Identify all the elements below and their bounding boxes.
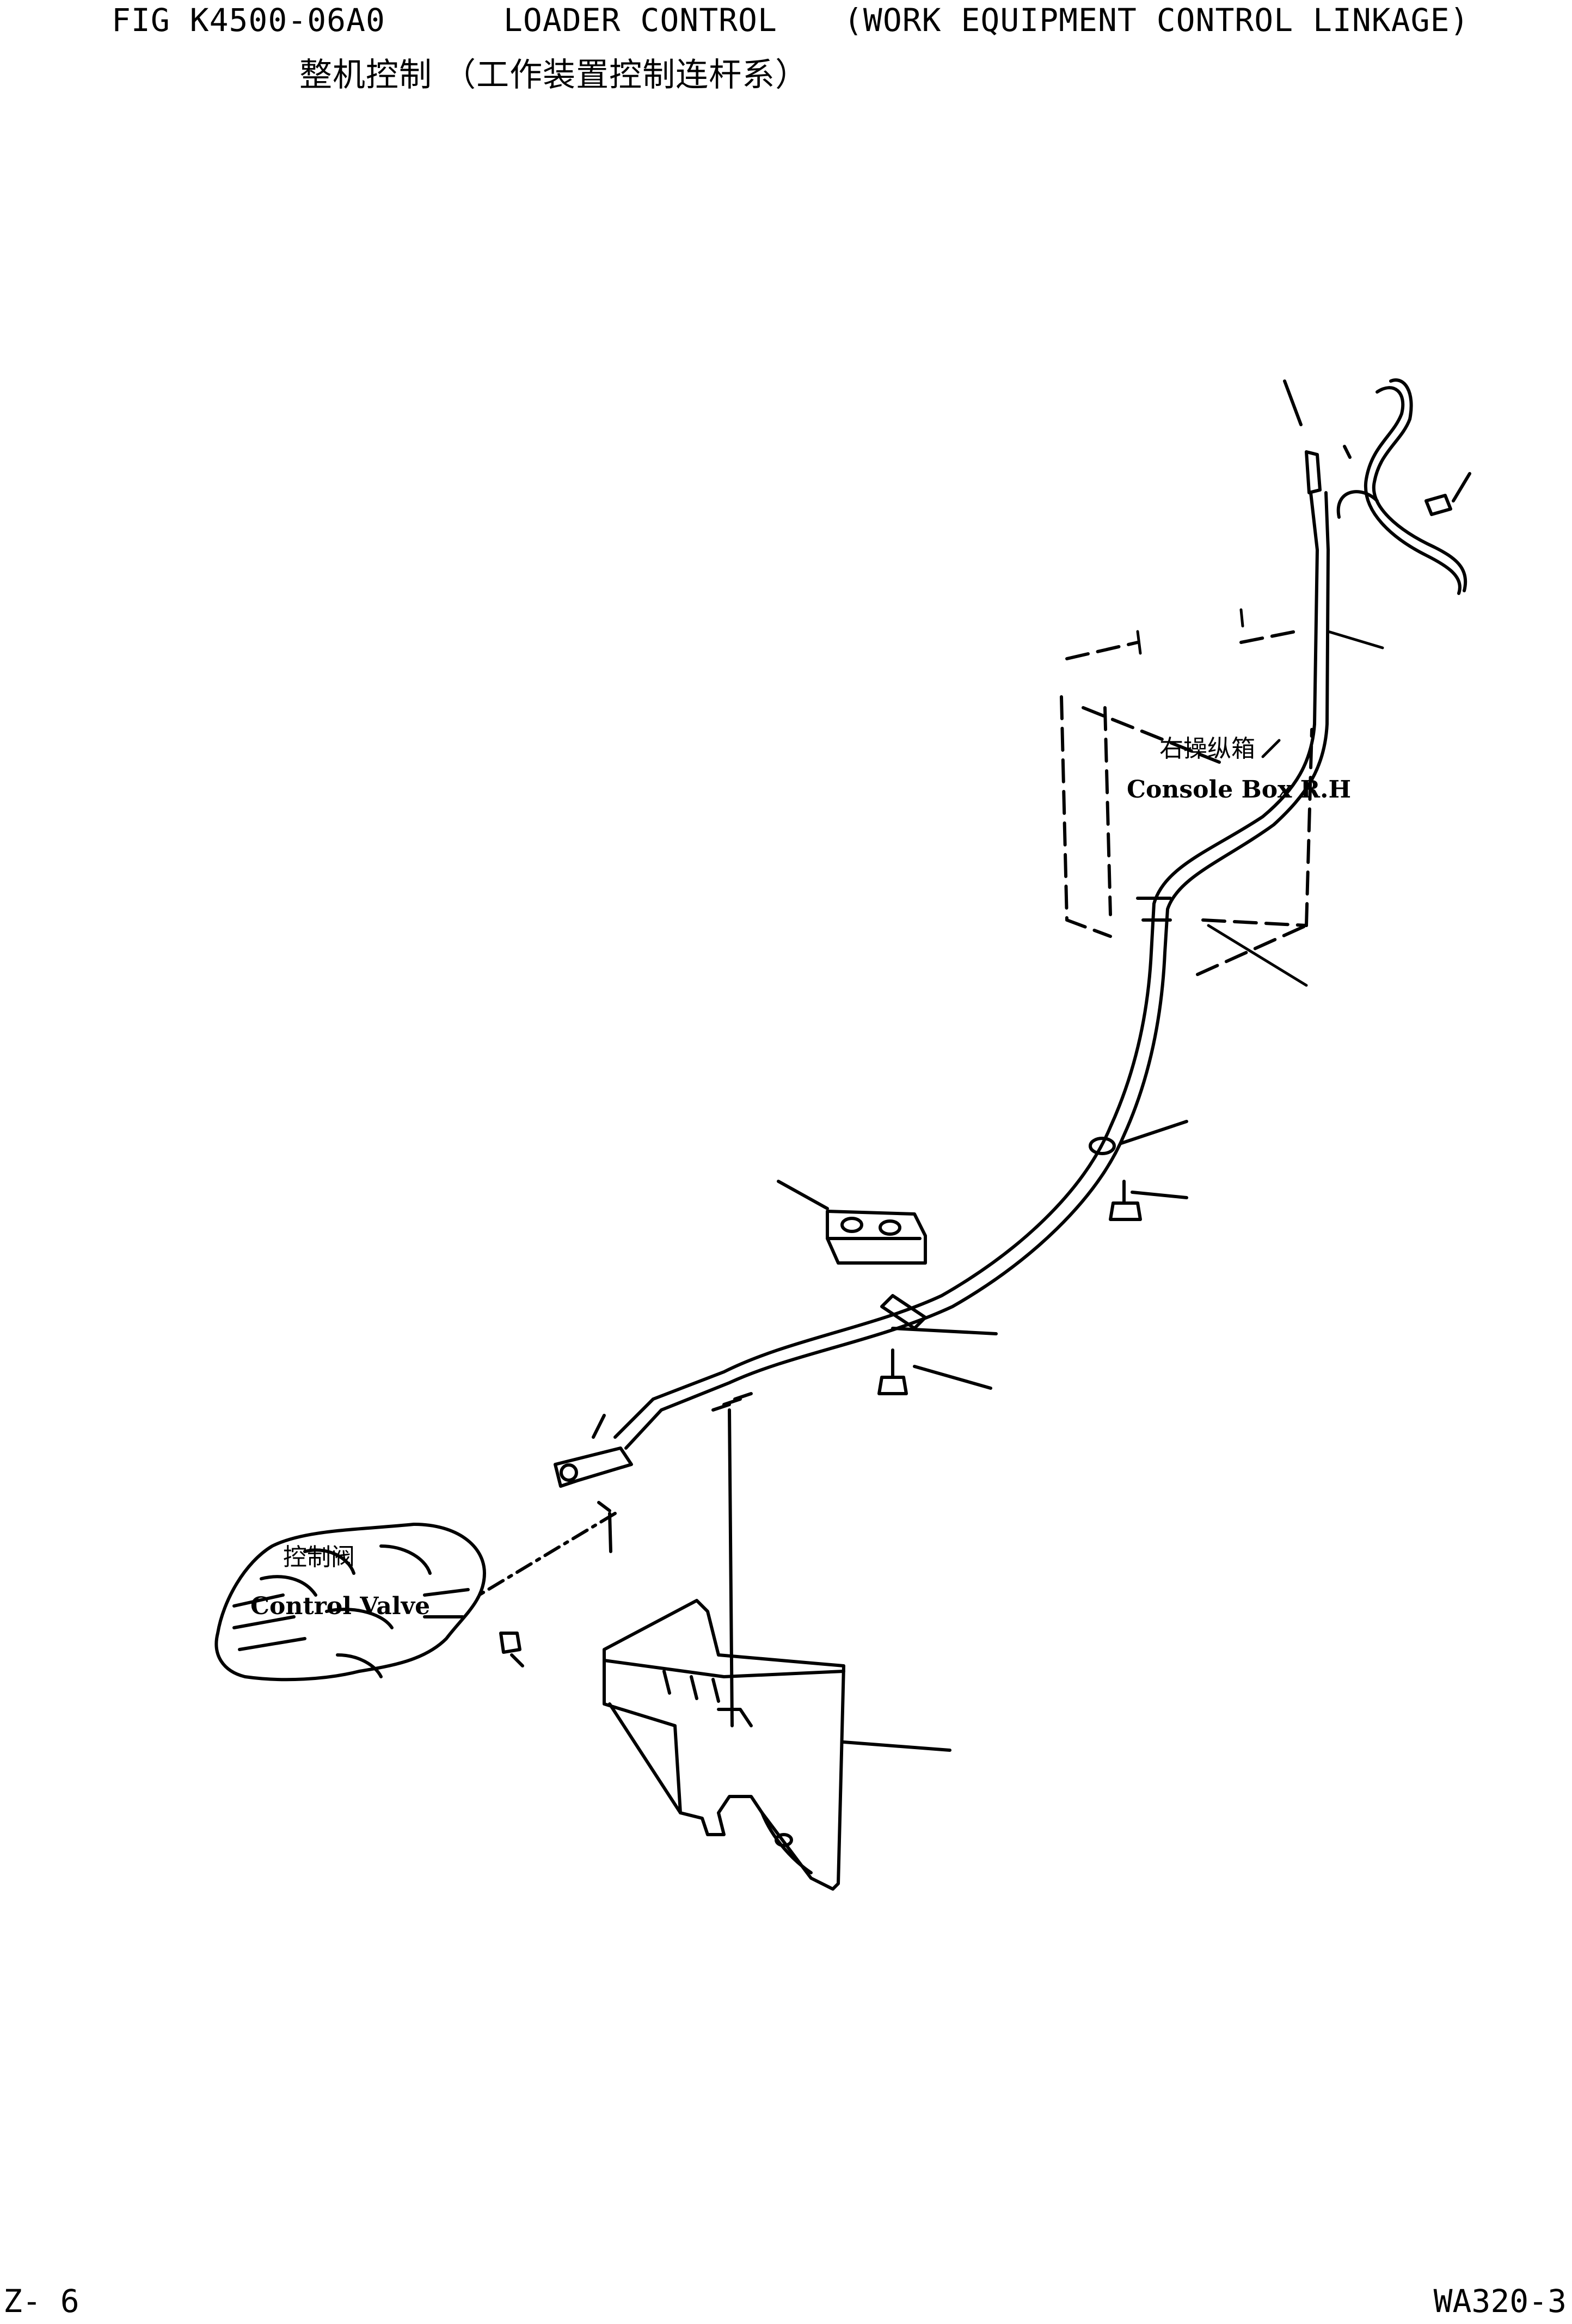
console-box	[1060, 630, 1313, 976]
bolt-upper	[1109, 1180, 1142, 1221]
console-box-label-cn: 右操纵箱	[1159, 735, 1255, 763]
figure-id: FIG K4500-06A0	[112, 2, 385, 39]
console-box-label-en: Console Box R.H	[1127, 776, 1351, 804]
control-valve	[214, 1523, 486, 1682]
control-valve-label-en: Control Valve	[250, 1592, 430, 1620]
console-box-callout: 右操纵箱 Console Box R.H	[1127, 735, 1351, 804]
figure-title: LOADER CONTROL	[503, 2, 777, 39]
bolt-lower	[877, 1348, 908, 1395]
control-valve-callout: 控制阀 Control Valve	[250, 1543, 430, 1620]
figure-subtitle: (WORK EQUIPMENT CONTROL LINKAGE)	[844, 2, 1470, 39]
floor-bracket	[603, 1599, 845, 1891]
page-number: Z- 6	[3, 2283, 79, 2320]
model-code: WA320-3	[1433, 2283, 1567, 2320]
control-lever-top	[1283, 378, 1471, 595]
control-valve-label-cn: 控制阀	[283, 1543, 355, 1571]
control-rod	[613, 491, 1330, 1727]
rod-end-fitting	[554, 1446, 633, 1553]
bracket-plate	[826, 1210, 927, 1265]
figure-title-chinese: 整机控制 （工作装置控制连杆系）	[299, 56, 809, 94]
